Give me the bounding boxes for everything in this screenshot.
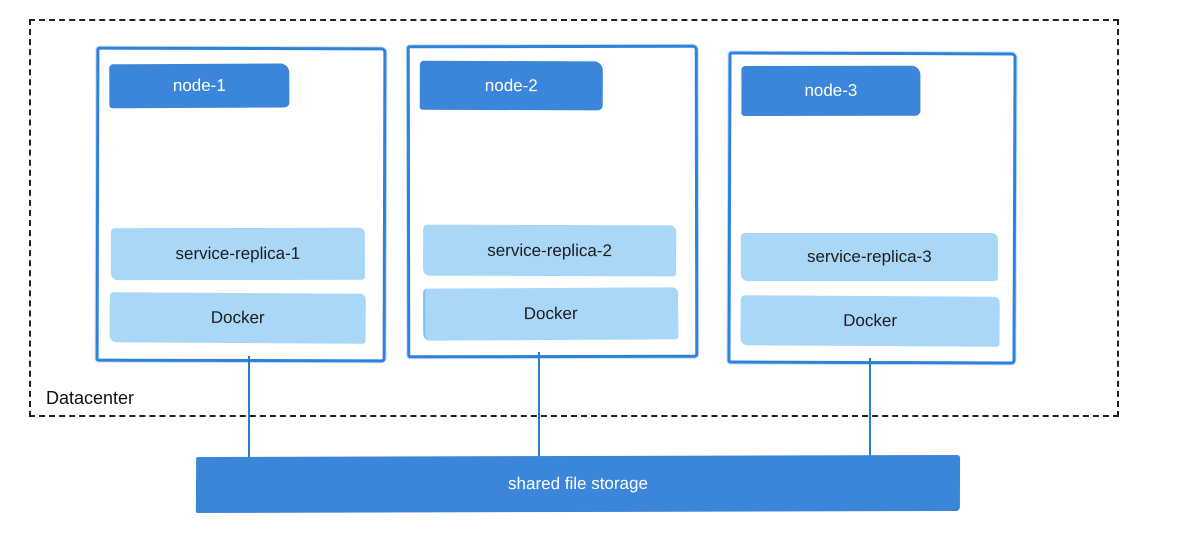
node-2-title-badge: node-2 xyxy=(419,60,603,111)
connector-line-node-3-storage xyxy=(869,358,871,457)
node-3-title-badge: node-3 xyxy=(741,65,921,117)
node-1-docker-box: Docker xyxy=(109,292,366,344)
node-1-title-badge: node-1 xyxy=(109,63,290,109)
datacenter-boundary: Datacenter xyxy=(29,19,1119,417)
service-replica-1-box: service-replica-1 xyxy=(110,227,365,281)
node-3-box: node-3 service-replica-3 Docker xyxy=(727,51,1017,365)
connector-line-node-1-storage xyxy=(248,356,250,457)
shared-storage-bar: shared file storage xyxy=(195,454,961,514)
node-3-docker-box: Docker xyxy=(740,295,1000,347)
connector-line-node-2-storage xyxy=(538,352,540,457)
node-1-box: node-1 service-replica-1 Docker xyxy=(95,46,387,363)
datacenter-label: Datacenter xyxy=(46,388,135,408)
node-2-box: node-2 service-replica-2 Docker xyxy=(406,44,699,359)
service-replica-3-box: service-replica-3 xyxy=(740,232,998,281)
node-2-docker-box: Docker xyxy=(423,287,679,341)
service-replica-2-box: service-replica-2 xyxy=(423,224,677,277)
